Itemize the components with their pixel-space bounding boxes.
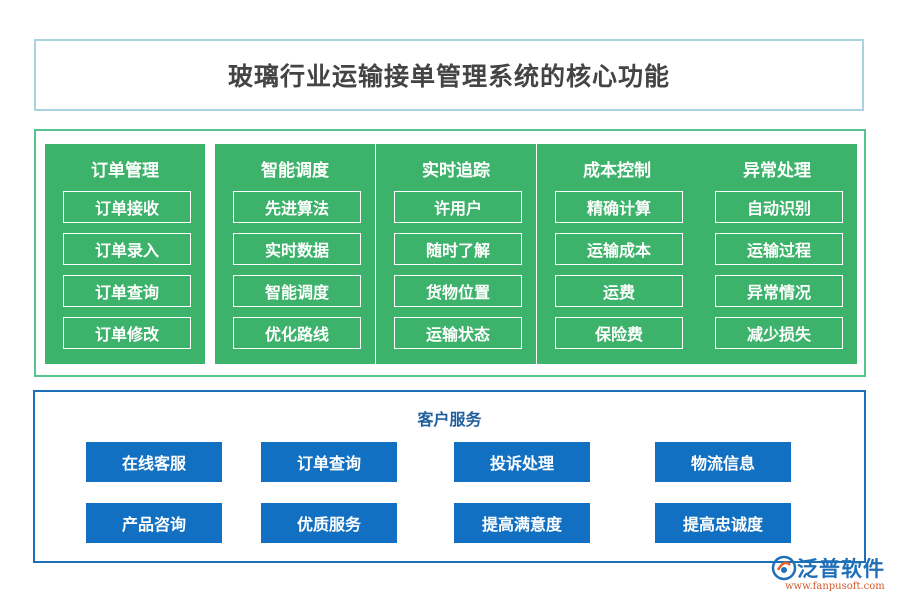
module-item: 订单接收 [63, 191, 191, 223]
module-item: 精确计算 [555, 191, 683, 223]
module-order-management: 订单管理 订单接收 订单录入 订单查询 订单修改 [45, 144, 205, 364]
watermark-url: www.fanpusoft.com [785, 581, 885, 592]
customer-service-title: 客户服务 [417, 410, 482, 429]
module-item: 运输过程 [715, 233, 843, 265]
module-exception-handling: 异常处理 自动识别 运输过程 异常情况 减少损失 [697, 144, 857, 364]
module-item: 订单修改 [63, 317, 191, 349]
module-title: 成本控制 [583, 161, 651, 181]
service-order-query: 订单查询 [261, 442, 397, 482]
fanpu-logo-icon [771, 555, 797, 581]
module-item: 运费 [555, 275, 683, 307]
module-item: 订单录入 [63, 233, 191, 265]
diagram-title: 玻璃行业运输接单管理系统的核心功能 [227, 62, 670, 91]
module-item: 优化路线 [233, 317, 361, 349]
service-improve-satisfaction: 提高满意度 [454, 503, 590, 543]
module-item: 货物位置 [394, 275, 522, 307]
module-title: 异常处理 [743, 161, 811, 181]
module-title: 订单管理 [91, 161, 159, 181]
module-item: 先进算法 [233, 191, 361, 223]
module-smart-dispatch: 智能调度 先进算法 实时数据 智能调度 优化路线 [215, 144, 375, 364]
service-logistics-info: 物流信息 [655, 442, 791, 482]
watermark: 泛普软件 www.fanpusoft.com [767, 551, 895, 599]
module-item: 实时数据 [233, 233, 361, 265]
module-item: 异常情况 [715, 275, 843, 307]
service-product-consult: 产品咨询 [86, 503, 222, 543]
module-cost-control: 成本控制 精确计算 运输成本 运费 保险费 [537, 144, 697, 364]
core-modules-panel: 订单管理 订单接收 订单录入 订单查询 订单修改 智能调度 先进算法 实时数据 … [34, 129, 866, 377]
module-item: 许用户 [394, 191, 522, 223]
service-quality-service: 优质服务 [261, 503, 397, 543]
module-item: 随时了解 [394, 233, 522, 265]
customer-service-panel: 客户服务 在线客服 订单查询 投诉处理 物流信息 产品咨询 优质服务 提高满意度… [33, 390, 866, 563]
watermark-brand: 泛普软件 [797, 557, 885, 581]
title-box: 玻璃行业运输接单管理系统的核心功能 [34, 39, 864, 111]
module-item: 自动识别 [715, 191, 843, 223]
module-realtime-tracking: 实时追踪 许用户 随时了解 货物位置 运输状态 [376, 144, 536, 364]
module-item: 保险费 [555, 317, 683, 349]
module-title: 智能调度 [261, 161, 329, 181]
service-complaint-handling: 投诉处理 [454, 442, 590, 482]
module-item: 订单查询 [63, 275, 191, 307]
service-improve-loyalty: 提高忠诚度 [655, 503, 791, 543]
service-online-support: 在线客服 [86, 442, 222, 482]
module-title: 实时追踪 [422, 161, 490, 181]
module-item: 智能调度 [233, 275, 361, 307]
module-item: 减少损失 [715, 317, 843, 349]
module-item: 运输成本 [555, 233, 683, 265]
module-item: 运输状态 [394, 317, 522, 349]
